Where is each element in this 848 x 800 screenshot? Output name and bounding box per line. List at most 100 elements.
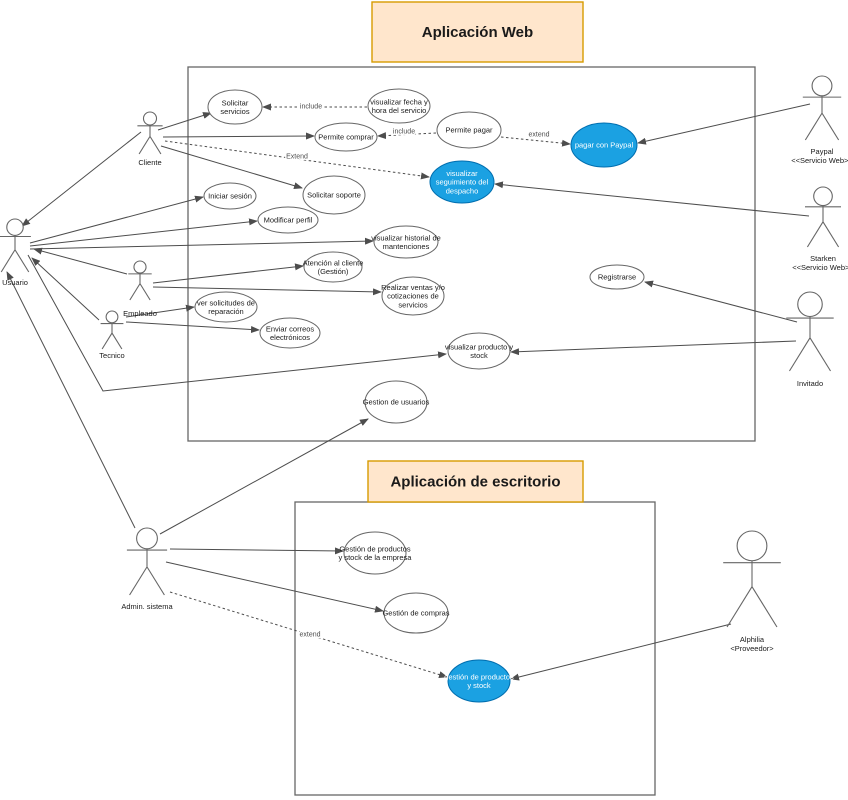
edge-label-cliente-visualizar-seguimiento: Extend	[286, 154, 308, 161]
usecase-ellipse[interactable]	[364, 380, 428, 424]
usecase-gestion-compras[interactable]: Gestión de compras	[382, 592, 450, 634]
usecase-registrarse[interactable]: Registrarse	[589, 264, 645, 290]
usecase-label: pagar con Paypal	[575, 141, 634, 150]
edges-layer	[6, 103, 811, 681]
actor-leg-left	[804, 112, 823, 141]
usecase-ellipse[interactable]	[589, 264, 645, 290]
edge-tecnico-usuario	[31, 257, 100, 321]
usecase-solicitar-soporte[interactable]: Solicitar soporte	[302, 175, 366, 215]
edge-usuario-visualizar-historial	[29, 237, 374, 250]
usecase-gestion-usuarios[interactable]: Gestion de usuarios	[363, 380, 430, 424]
usecase-ellipse[interactable]	[303, 251, 363, 283]
edge-paypal-pagar-paypal	[637, 103, 811, 145]
actor-empleado[interactable]: Empleado	[123, 260, 157, 318]
usecase-ellipse[interactable]	[367, 88, 431, 124]
edge-admin-gestion-compras	[165, 561, 384, 613]
system-title-box-desktop[interactable]	[367, 460, 584, 503]
actor-leg-left	[726, 586, 753, 628]
edge-admin-gestion-usuarios	[159, 418, 369, 535]
usecase-label: Gestión de compras	[382, 609, 449, 618]
edge-invitado-registrarse	[644, 280, 798, 323]
usecase-atencion-cliente[interactable]: Atención al cliente(Gestión)	[303, 251, 364, 283]
usecase-iniciar-sesion[interactable]: Iniciar sesión	[203, 182, 257, 210]
edge-tecnico-ver-solicitudes	[125, 304, 195, 318]
usecase-ellipse[interactable]	[383, 592, 449, 634]
actor-leg-left	[806, 221, 824, 248]
actor-leg-left	[788, 337, 811, 372]
actor-cliente[interactable]: Cliente	[137, 111, 163, 167]
usecase-ellipse[interactable]	[194, 291, 258, 323]
usecase-modificar-perfil[interactable]: Modificar perfil	[257, 206, 319, 234]
usecase-permite-comprar[interactable]: Permite comprar	[314, 122, 378, 152]
actor-head	[797, 291, 823, 318]
actor-label: Tecnico	[99, 351, 124, 360]
actor-label: Usuario	[2, 278, 28, 287]
actor-head	[133, 260, 147, 274]
usecase-ellipse[interactable]	[314, 122, 378, 152]
usecase-label: Permite pagar	[445, 126, 493, 135]
system-desktop[interactable]: Aplicación de escritorio	[294, 460, 656, 796]
usecase-ellipse[interactable]	[436, 111, 502, 149]
actor-leg-right	[146, 566, 165, 596]
edge-label-include-pagar-comprar: include	[393, 129, 415, 136]
usecase-ellipse[interactable]	[203, 182, 257, 210]
actor-invitado[interactable]: Invitado	[786, 291, 834, 388]
system-title-box-web[interactable]	[371, 1, 584, 63]
actor-admin-sistema[interactable]: Admin. sistema	[121, 527, 173, 611]
usecase-ellipse[interactable]	[207, 89, 263, 125]
usecase-ellipse[interactable]	[302, 175, 366, 215]
actor-leg-right	[822, 221, 840, 248]
actor-head	[105, 310, 119, 324]
actor-alphilia[interactable]: Alphilia<Proveedor>	[723, 530, 781, 653]
usecase-ellipse[interactable]	[381, 276, 445, 316]
usecase-label: Gestion de usuarios	[363, 398, 430, 407]
usecase-ellipse[interactable]	[447, 659, 511, 703]
actor-head	[811, 75, 833, 97]
edge-empleado-atencion-cliente	[152, 263, 304, 284]
edge-cliente-solicitar-soporte	[160, 145, 303, 190]
usecase-pagar-con-paypal[interactable]: pagar con Paypal	[570, 122, 638, 168]
edge-admin-usuario	[6, 271, 136, 529]
edge-empleado-usuario	[33, 247, 128, 275]
usecase-label: Solicitar soporte	[307, 191, 361, 200]
actor-tecnico[interactable]: Tecnico	[99, 310, 125, 360]
edge-admin-gestion-productos-empresa	[169, 547, 344, 555]
usecase-label: Atención al cliente(Gestión)	[303, 258, 364, 276]
actor-leg-right	[751, 586, 778, 628]
actor-starken[interactable]: Starken<<Servicio Web>>	[792, 186, 848, 272]
usecase-permite-pagar[interactable]: Permite pagar	[436, 111, 502, 149]
usecase-ellipse[interactable]	[257, 206, 319, 234]
edge-cliente-visualizar-seguimiento	[164, 140, 430, 180]
usecase-label: Iniciar sesión	[208, 192, 252, 201]
system-boundary-desktop[interactable]	[294, 501, 656, 796]
actor-head	[813, 186, 833, 207]
edge-tecnico-enviar-correos	[125, 321, 260, 334]
actor-usuario[interactable]: Usuario	[0, 218, 31, 287]
actor-leg-left	[129, 566, 148, 596]
usecase-ellipse[interactable]	[429, 160, 495, 204]
edge-label-include-fecha-solicitar: include	[300, 104, 322, 111]
edge-usuario-visualizar-producto	[27, 254, 447, 392]
actor-paypal[interactable]: Paypal<<Servicio Web>>	[791, 75, 848, 165]
usecase-ellipse[interactable]	[373, 225, 439, 259]
actor-label: Cliente	[138, 158, 161, 167]
usecase-ellipse[interactable]	[447, 332, 511, 370]
usecase-ellipse[interactable]	[343, 531, 407, 575]
usecase-ellipse[interactable]	[259, 317, 321, 349]
usecase-ellipse[interactable]	[570, 122, 638, 168]
